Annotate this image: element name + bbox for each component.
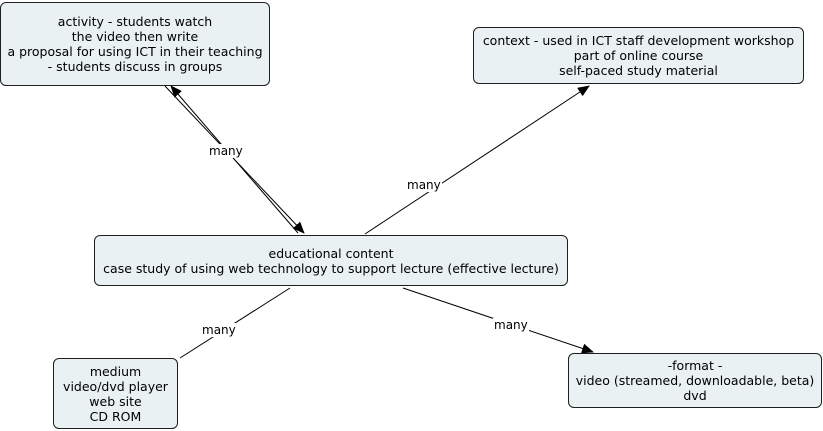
context-line-1: context - used in ICT staff development … <box>482 33 795 48</box>
context-line-2: part of online course <box>573 48 704 63</box>
context-line-3: self-paced study material <box>559 63 718 78</box>
activity-line-4: - students discuss in groups <box>47 59 223 74</box>
edge-content-to-activity <box>170 85 299 234</box>
context-node[interactable]: context - used in ICT staff development … <box>473 27 804 84</box>
educational-content-line-1: educational content <box>268 245 394 261</box>
medium-line-3: web site <box>89 393 142 409</box>
activity-node[interactable]: activity - students watch the video then… <box>0 2 270 86</box>
educational-content-line-2: case study of using web technology to su… <box>103 260 559 276</box>
format-line-2: video (streamed, downloadable, beta) <box>575 373 815 388</box>
activity-line-2: the video then write <box>71 29 199 44</box>
format-node[interactable]: -format - video (streamed, downloadable,… <box>568 353 822 408</box>
medium-line-1: medium <box>89 363 142 379</box>
medium-node[interactable]: medium video/dvd player web site CD ROM <box>53 358 178 429</box>
edge-content-to-context <box>364 85 590 235</box>
activity-line-1: activity - students watch <box>57 14 213 29</box>
edge-label-context: many <box>406 178 442 192</box>
format-line-1: -format - <box>667 358 723 373</box>
format-line-3: dvd <box>683 388 707 403</box>
edge-label-format: many <box>493 318 529 332</box>
edge-label-medium: many <box>201 323 237 337</box>
medium-line-2: video/dvd player <box>63 378 168 394</box>
educational-content-node[interactable]: educational content case study of using … <box>94 235 568 286</box>
medium-line-4: CD ROM <box>89 408 142 424</box>
edge-label-activity: many <box>208 144 244 158</box>
activity-line-3: a proposal for using ICT in their teachi… <box>7 44 263 59</box>
